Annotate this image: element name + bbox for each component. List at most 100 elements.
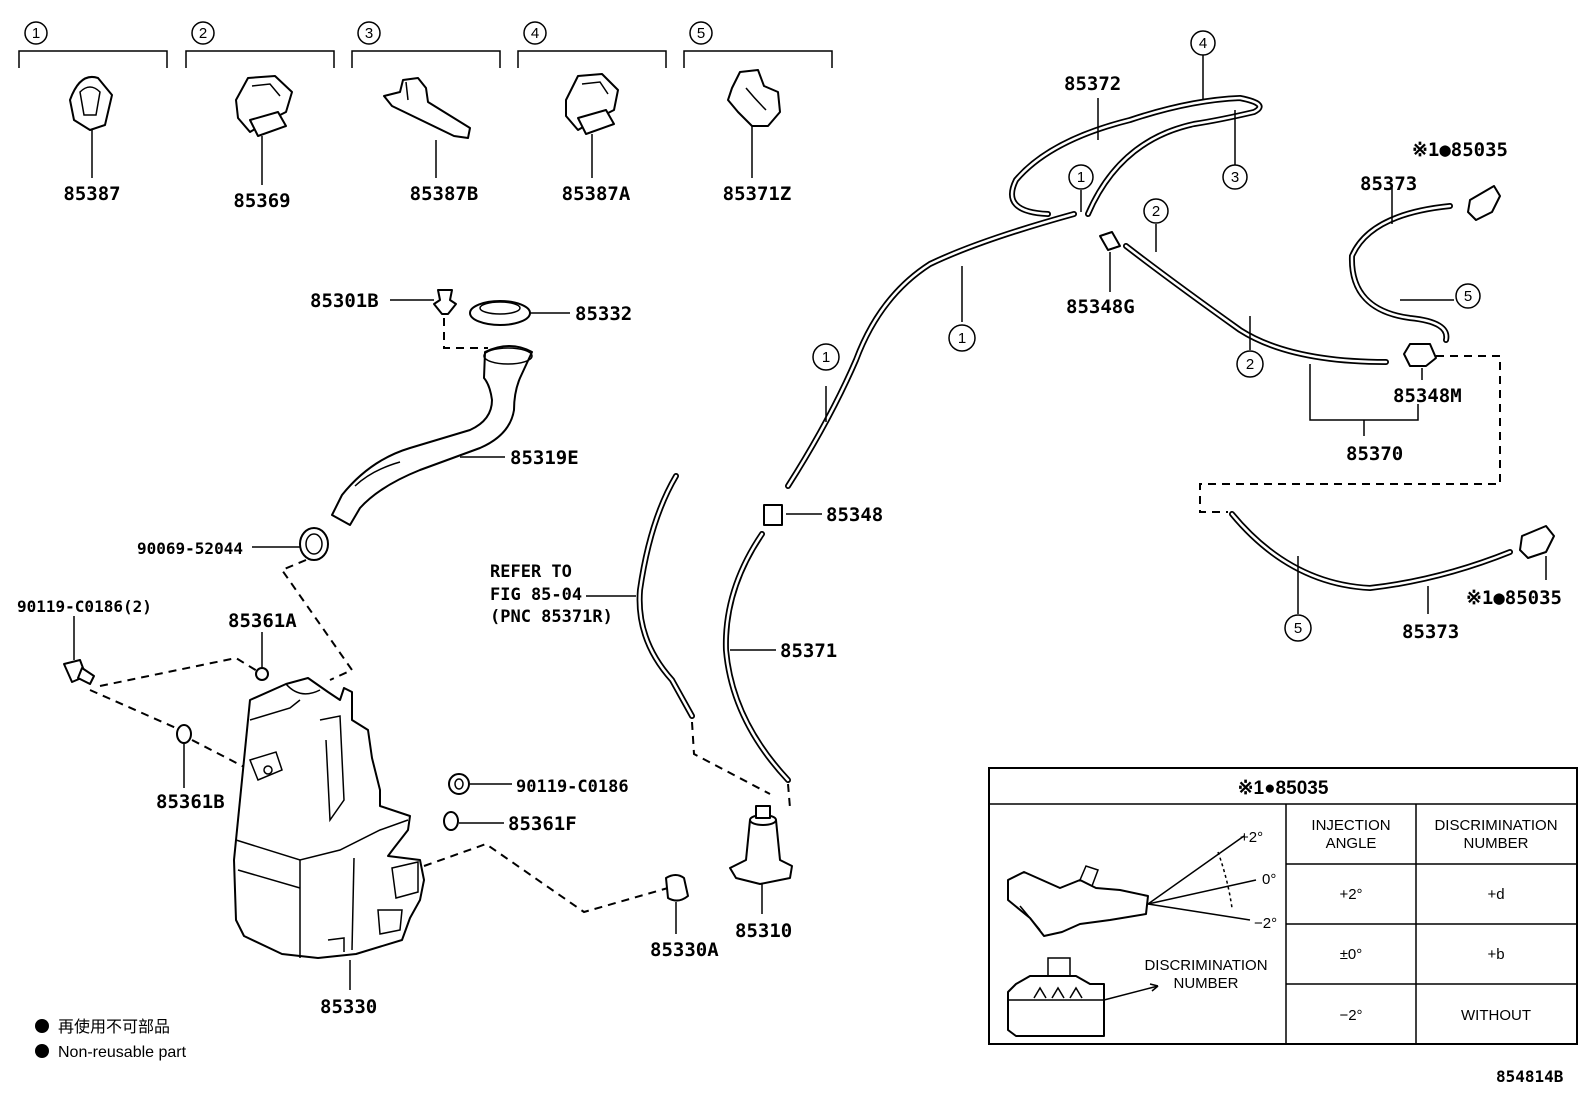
callout-part-5: 85371Z — [723, 183, 792, 205]
table-col1-line2: ANGLE — [1326, 835, 1377, 852]
hose-marker-1a: 1 — [822, 349, 830, 366]
table-row1-number: +d — [1487, 886, 1504, 903]
hose-markers: 1 1 1 2 2 3 4 5 5 — [812, 30, 1481, 642]
callout-part-4: 85387A — [562, 183, 631, 205]
grommet-85361F-drawing — [443, 811, 459, 831]
callout-circle-5 — [689, 21, 713, 45]
non-reusable-dot-icon — [35, 1019, 49, 1033]
label-85348: 85348 — [826, 504, 883, 526]
hoses-center: REFER TO FIG 85-04 (PNC 85371R) 85371 85… — [490, 211, 1077, 809]
label-85330A: 85330A — [650, 939, 719, 961]
clip-85387A-drawing — [565, 73, 619, 178]
cap-85332-drawing — [469, 300, 531, 326]
callout-part-3: 85387B — [410, 183, 479, 205]
callout-part-1: 85387 — [63, 183, 120, 205]
nozzle-angle-figure: +2° 0° −2° DISCRIMINATION NUMBER — [1007, 829, 1277, 1037]
label-85370: 85370 — [1346, 443, 1403, 465]
callout-circle-1 — [24, 21, 48, 45]
clip-85387B-drawing — [383, 77, 471, 178]
callout-bracket-4 — [517, 50, 667, 68]
pump-85310-drawing — [729, 805, 793, 914]
refer-line-3: (PNC 85371R) — [490, 607, 613, 627]
table-row2-angle: ±0° — [1340, 946, 1363, 963]
legend: 再使用不可部品 Non-reusable part — [35, 1018, 187, 1061]
callout-bracket-2 — [185, 50, 335, 68]
fig-label-line1: DISCRIMINATION — [1144, 957, 1267, 974]
joint-85348M-drawing — [1403, 343, 1437, 367]
grommet-85330A-drawing — [665, 874, 689, 902]
hose-marker-5b: 5 — [1294, 620, 1302, 637]
fig-angle-zero: 0° — [1262, 871, 1276, 888]
filler-pipe-85319E-drawing — [331, 345, 533, 526]
callout-circle-4 — [523, 21, 547, 45]
table-col1-line1: INJECTION — [1311, 817, 1390, 834]
fasteners-left: 90119-C0186(2) 85361A 85361B — [17, 597, 297, 813]
label-85361B: 85361B — [156, 791, 225, 813]
label-90119: 90119-C0186 — [516, 777, 629, 797]
clip-callouts: 1 2 3 4 5 — [18, 21, 833, 212]
callout-bracket-1 — [18, 50, 168, 68]
table-col2-line1: DISCRIMINATION — [1434, 817, 1557, 834]
legend-en: Non-reusable part — [58, 1044, 187, 1061]
clip-85387-drawing — [69, 76, 113, 178]
clip-85369-drawing — [235, 75, 293, 185]
callout-num-5: 5 — [697, 25, 705, 42]
non-reusable-dot-icon-2 — [35, 1044, 49, 1058]
label-85319E: 85319E — [510, 447, 579, 469]
joint-85348-drawing — [763, 504, 783, 526]
table-row1-angle: +2° — [1339, 886, 1362, 903]
grommet-85361B-drawing — [176, 724, 192, 744]
label-90119-2: 90119-C0186(2) — [17, 597, 152, 616]
label-85035-bot: ※1●85035 — [1466, 587, 1562, 609]
fig-angle-plus2: +2° — [1240, 829, 1263, 846]
callout-bracket-3 — [351, 50, 501, 68]
callout-num-3: 3 — [365, 25, 373, 42]
fasteners-center: 90119-C0186 85361F 85330A — [423, 773, 719, 961]
label-90069: 90069-52044 — [137, 539, 243, 558]
clip-85371Z-drawing — [727, 69, 781, 178]
callout-bracket-5 — [683, 50, 833, 68]
callout-num-1: 1 — [32, 25, 40, 42]
callout-circle-2 — [191, 21, 215, 45]
label-85361F: 85361F — [508, 813, 577, 835]
label-85372: 85372 — [1064, 73, 1121, 95]
clip-85301B-drawing — [433, 289, 457, 315]
hose-marker-2a: 2 — [1152, 203, 1160, 220]
nozzle-bottom-drawing — [1519, 525, 1555, 559]
label-85373-bot: 85373 — [1402, 621, 1459, 643]
oring-90069-drawing — [299, 527, 329, 561]
hose-marker-4: 4 — [1199, 35, 1207, 52]
table-row3-angle: −2° — [1339, 1007, 1362, 1024]
hose-marker-2b: 2 — [1246, 356, 1254, 373]
callout-num-2: 2 — [199, 25, 207, 42]
fig-angle-minus2: −2° — [1254, 915, 1277, 932]
grommet-85361A-drawing — [255, 667, 269, 681]
refer-line-1: REFER TO — [490, 562, 572, 582]
label-85330: 85330 — [320, 996, 377, 1018]
label-85332: 85332 — [575, 303, 632, 325]
hose-marker-1c: 1 — [1077, 169, 1085, 186]
bolt-90119-single-drawing — [448, 773, 470, 795]
label-85348G: 85348G — [1066, 296, 1135, 318]
refer-line-2: FIG 85-04 — [490, 585, 582, 605]
nozzle-top-drawing — [1467, 185, 1501, 221]
callout-num-4: 4 — [531, 25, 539, 42]
nozzle-spec-table: ※1●85035 INJECTION ANGLE DISCRIMINATION … — [988, 767, 1578, 1045]
hose-marker-5a: 5 — [1464, 288, 1472, 305]
washer-tank-85330-drawing — [233, 677, 425, 990]
label-85310: 85310 — [735, 920, 792, 942]
callout-part-2: 85369 — [233, 190, 290, 212]
label-85035-top: ※1●85035 — [1412, 139, 1508, 161]
hoses-right: 85372 85348G 85370 85348M 85373 ※1●85035… — [1009, 73, 1562, 643]
table-row3-number: WITHOUT — [1461, 1007, 1531, 1024]
table-row2-number: +b — [1487, 946, 1504, 963]
joint-85348G-drawing — [1099, 231, 1121, 251]
filler-assembly: 85301B 85332 85319E 90069-52044 — [137, 289, 632, 681]
hose-marker-3: 3 — [1231, 169, 1239, 186]
label-85301B: 85301B — [310, 290, 379, 312]
label-85371: 85371 — [780, 640, 837, 662]
label-85373-top: 85373 — [1360, 173, 1417, 195]
callout-circle-3 — [357, 21, 381, 45]
figure-id: 854814B — [1496, 1067, 1564, 1086]
